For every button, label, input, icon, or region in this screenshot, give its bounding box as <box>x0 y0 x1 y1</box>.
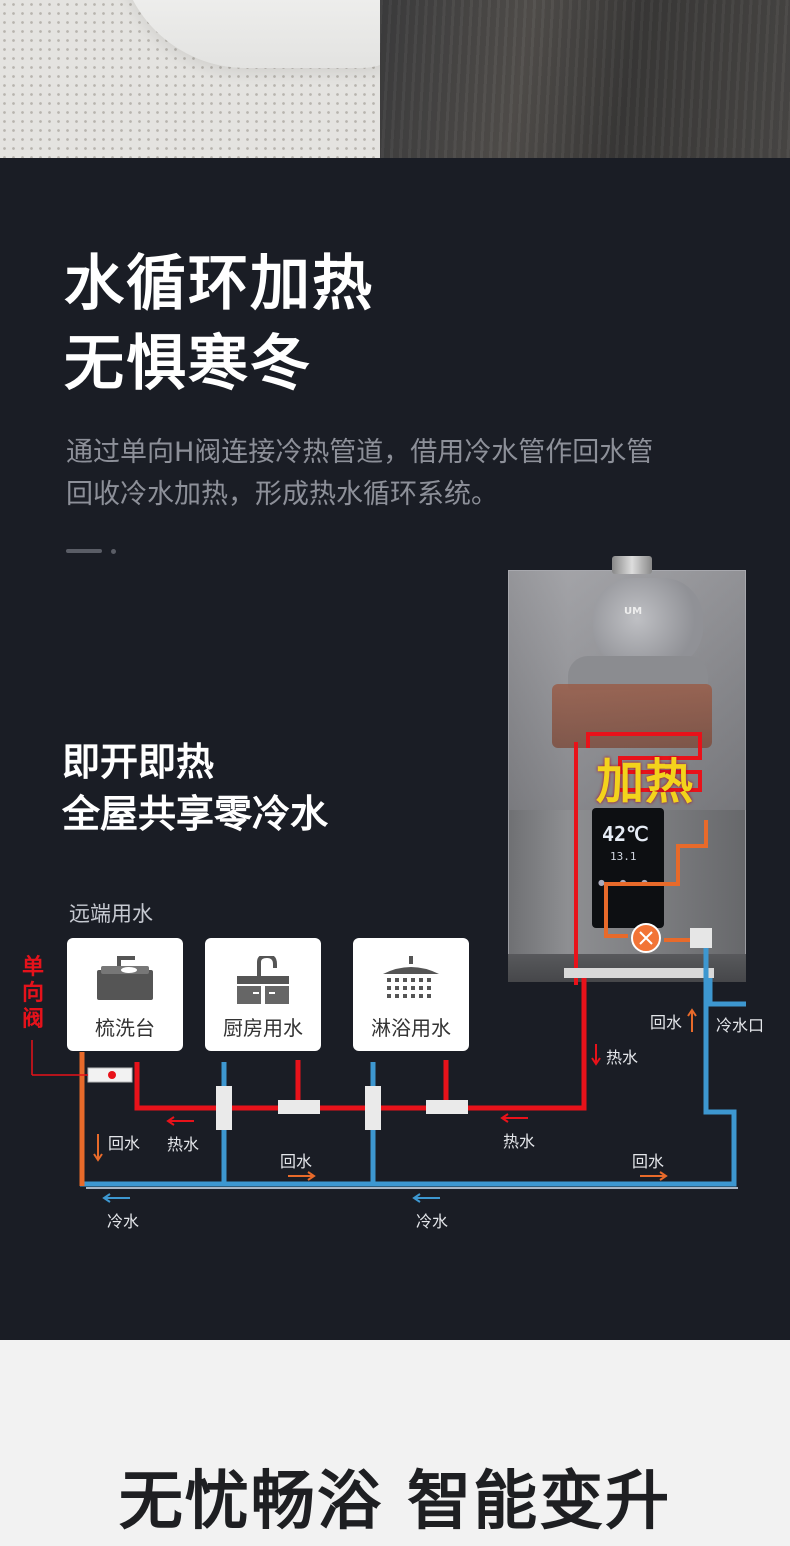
heater-outlet-bar <box>564 968 714 978</box>
headline-line1: 水循环加热 <box>64 249 374 319</box>
tee-hot-1 <box>278 1100 320 1114</box>
shower-icon <box>383 956 439 998</box>
heating-coil <box>574 732 702 985</box>
tee-hot-2 <box>426 1100 468 1114</box>
wood-wall <box>380 0 790 158</box>
cold-water-label-1: 冷水 <box>107 1212 140 1231</box>
return-water-label-heater: 回水 <box>650 1013 683 1032</box>
hot-water-label-1: 热水 <box>167 1135 200 1154</box>
heat-exchanger <box>552 684 712 748</box>
heating-label: 加热 <box>596 754 695 810</box>
display-temperature: 42℃ <box>602 822 649 846</box>
description: 通过单向H阀连接冷热管道，借用冷水管作回水管 回收冷水加热，形成热水循环系统。 <box>66 432 716 516</box>
subhead-line2: 全屋共享零冷水 <box>62 792 329 836</box>
fixture-card-shower: 淋浴用水 <box>353 938 469 1051</box>
hot-water-label-2: 热水 <box>503 1132 536 1151</box>
cold-inlet-label: 冷水口 <box>716 1016 765 1035</box>
remote-water-label: 远端用水 <box>69 902 153 926</box>
return-water-label-1: 回水 <box>108 1134 141 1153</box>
bottom-section <box>0 1340 790 1546</box>
fitting-cold-2 <box>365 1086 381 1130</box>
bottom-title: 无忧畅浴 智能变升 <box>118 1465 672 1539</box>
return-water-label-3: 回水 <box>632 1152 665 1171</box>
divider-dash <box>66 549 102 553</box>
sink-icon <box>97 956 153 1000</box>
hot-water-label-heater: 热水 <box>606 1048 639 1067</box>
check-valve-label: 单向阀 <box>21 955 44 1032</box>
heater-return-path <box>604 820 708 942</box>
description-line2: 回收冷水加热，形成热水循环系统。 <box>66 479 498 510</box>
heater-chimney <box>612 556 652 574</box>
display-secondary: 13.1 <box>610 850 637 863</box>
return-water-label-2: 回水 <box>280 1152 313 1171</box>
subhead-line1: 即开即热 <box>62 740 215 784</box>
fixture-label-kitchen: 厨房用水 <box>223 1016 303 1040</box>
fixture-label-shower: 淋浴用水 <box>371 1016 451 1040</box>
fixture-label-washbasin: 梳洗台 <box>95 1016 155 1040</box>
pipe-diagram <box>31 732 746 1203</box>
water-heater: UM 42℃ 13.1 ● ● ● <box>508 556 748 986</box>
cold-water-label-2: 冷水 <box>416 1212 449 1231</box>
fan-unit <box>593 578 703 668</box>
flow-arrows <box>93 1008 697 1203</box>
headline-line2: 无惧寒冬 <box>64 329 312 399</box>
pump-rotor-icon <box>639 931 653 945</box>
top-photo <box>0 0 790 158</box>
control-panel: 42℃ 13.1 ● ● ● <box>592 808 664 928</box>
fixture-card-kitchen: 厨房用水 <box>205 938 321 1051</box>
headline: 水循环加热 无惧寒冬 <box>64 244 374 404</box>
heater-tee-connector <box>690 928 712 948</box>
subhead: 即开即热 全屋共享零冷水 <box>62 736 328 840</box>
fixture-card-washbasin: 梳洗台 <box>67 938 183 1051</box>
divider-dot <box>111 549 116 554</box>
check-valve-indicator <box>108 1071 116 1079</box>
description-line1: 通过单向H阀连接冷热管道，借用冷水管作回水管 <box>66 437 654 468</box>
fitting-cold-1 <box>216 1086 232 1130</box>
brand-logo: UM <box>624 606 643 617</box>
kitchen-faucet-icon <box>237 956 289 1004</box>
